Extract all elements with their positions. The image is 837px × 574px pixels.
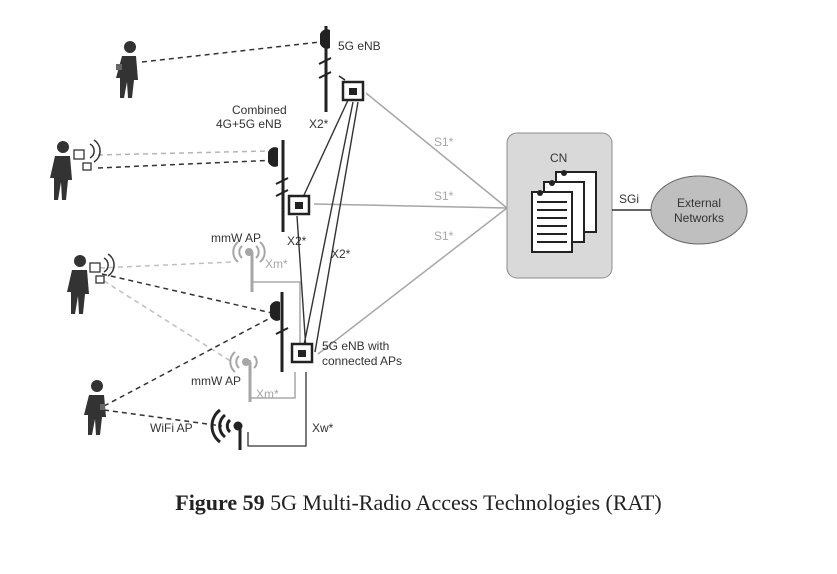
radio-links xyxy=(97,41,321,427)
x2-label: X2* xyxy=(331,247,351,261)
combined-enb-label-line1: Combined xyxy=(232,103,287,117)
x2-label: X2* xyxy=(309,117,329,131)
xw-label: Xw* xyxy=(312,421,334,435)
enb-top-label: 5G eNB xyxy=(338,39,381,53)
cn-server-icon xyxy=(531,170,597,253)
mmw-ap-lower-label: mmW AP xyxy=(191,374,241,388)
user-icon xyxy=(116,41,138,98)
s1-links xyxy=(313,92,508,355)
external-networks-label-line1: External xyxy=(677,196,721,210)
enb-top-icon xyxy=(318,26,365,112)
x2-links xyxy=(296,97,359,353)
s1-label: S1* xyxy=(434,135,454,149)
combined-enb-icon xyxy=(268,140,311,232)
enb-bottom-label-line2: connected APs xyxy=(322,354,402,368)
figure-caption: Figure 59 5G Multi-Radio Access Technolo… xyxy=(0,490,837,516)
combined-enb-label-line2: 4G+5G eNB xyxy=(216,117,282,131)
user-icon xyxy=(84,380,106,435)
cn-label: CN xyxy=(550,151,567,165)
user-icon xyxy=(50,139,101,200)
xm-label: Xm* xyxy=(256,387,279,401)
s1-label: S1* xyxy=(434,189,454,203)
s1-label: S1* xyxy=(434,229,454,243)
xm-label: Xm* xyxy=(265,257,288,271)
x2-label: X2* xyxy=(287,234,307,248)
mmw-ap-upper-label: mmW AP xyxy=(211,231,261,245)
mmw-ap-upper-icon xyxy=(232,241,266,292)
wifi-ap-label: WiFi AP xyxy=(150,421,193,435)
figure-caption-text: 5G Multi-Radio Access Technologies (RAT) xyxy=(264,490,662,515)
mmw-ap-lower-icon xyxy=(229,351,258,402)
figure-number: Figure 59 xyxy=(175,490,265,515)
user-icon xyxy=(67,253,115,314)
external-networks-ellipse xyxy=(650,175,748,245)
enb-bottom-label-line1: 5G eNB with xyxy=(322,339,389,353)
wifi-ap-icon xyxy=(210,408,243,450)
enb-bottom-icon xyxy=(270,292,314,372)
sgi-label: SGi xyxy=(619,192,639,206)
external-networks-label-line2: Networks xyxy=(674,211,724,225)
